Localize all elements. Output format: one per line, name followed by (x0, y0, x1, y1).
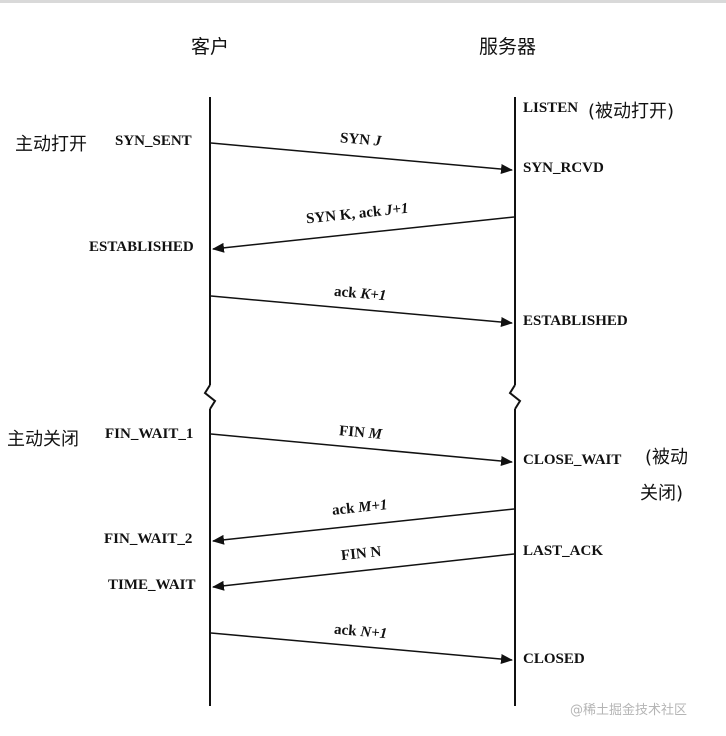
server-state-last-ack: LAST_ACK (523, 543, 604, 559)
active-open-label: 主动打开 (15, 134, 87, 155)
server-state-closed: CLOSED (523, 651, 585, 667)
msg-fin-m-prefix: FIN (338, 423, 370, 442)
client-timeline-break (203, 384, 217, 410)
msg-syn-k-ack-var: J+1 (384, 200, 410, 220)
msg-ack-n-var: N+1 (359, 624, 388, 643)
passive-close-label-line2: 关闭) (640, 483, 684, 504)
arrow-ack-n (210, 632, 513, 664)
server-state-established: ESTABLISHED (523, 313, 628, 329)
passive-open-label: (被动打开) (588, 101, 675, 122)
arrow-syn-j (210, 142, 513, 174)
arrow-ack-k (210, 295, 513, 327)
passive-close-label-line1: (被动 (645, 447, 689, 468)
arrow-fin-m (210, 433, 513, 466)
msg-ack-k-prefix: ack (333, 283, 361, 302)
server-header: 服务器 (479, 36, 537, 58)
arrow-ack-m (212, 508, 515, 545)
server-state-close-wait: CLOSE_WAIT (523, 452, 622, 468)
msg-ack-k-var: K+1 (359, 286, 387, 305)
arrow-fin-n (212, 553, 515, 591)
client-state-syn-sent: SYN_SENT (115, 133, 192, 149)
msg-ack-m-var: M+1 (357, 497, 389, 517)
msg-fin-n-prefix: FIN N (340, 543, 383, 565)
msg-syn-j: SYN J (339, 130, 382, 151)
server-state-syn-rcvd: SYN_RCVD (523, 160, 604, 176)
msg-syn-j-prefix: SYN (339, 130, 375, 150)
msg-fin-m-var: M (367, 425, 383, 443)
top-border (0, 0, 726, 3)
msg-syn-j-var: J (373, 133, 382, 150)
server-state-listen: LISTEN (523, 100, 579, 116)
arrow-syn-k-ack (212, 216, 515, 253)
client-state-time-wait: TIME_WAIT (108, 577, 196, 593)
msg-ack-m-prefix: ack (331, 500, 360, 519)
server-timeline-break (508, 384, 522, 410)
client-header: 客户 (191, 36, 230, 58)
client-state-fin-wait-1: FIN_WAIT_1 (105, 426, 194, 442)
client-state-established: ESTABLISHED (89, 239, 194, 255)
msg-fin-m: FIN M (338, 423, 382, 444)
watermark-text: @稀土掘金技术社区 (570, 703, 688, 718)
active-close-label: 主动关闭 (7, 429, 79, 450)
msg-ack-n-prefix: ack (333, 621, 361, 640)
client-state-fin-wait-2: FIN_WAIT_2 (104, 531, 193, 547)
